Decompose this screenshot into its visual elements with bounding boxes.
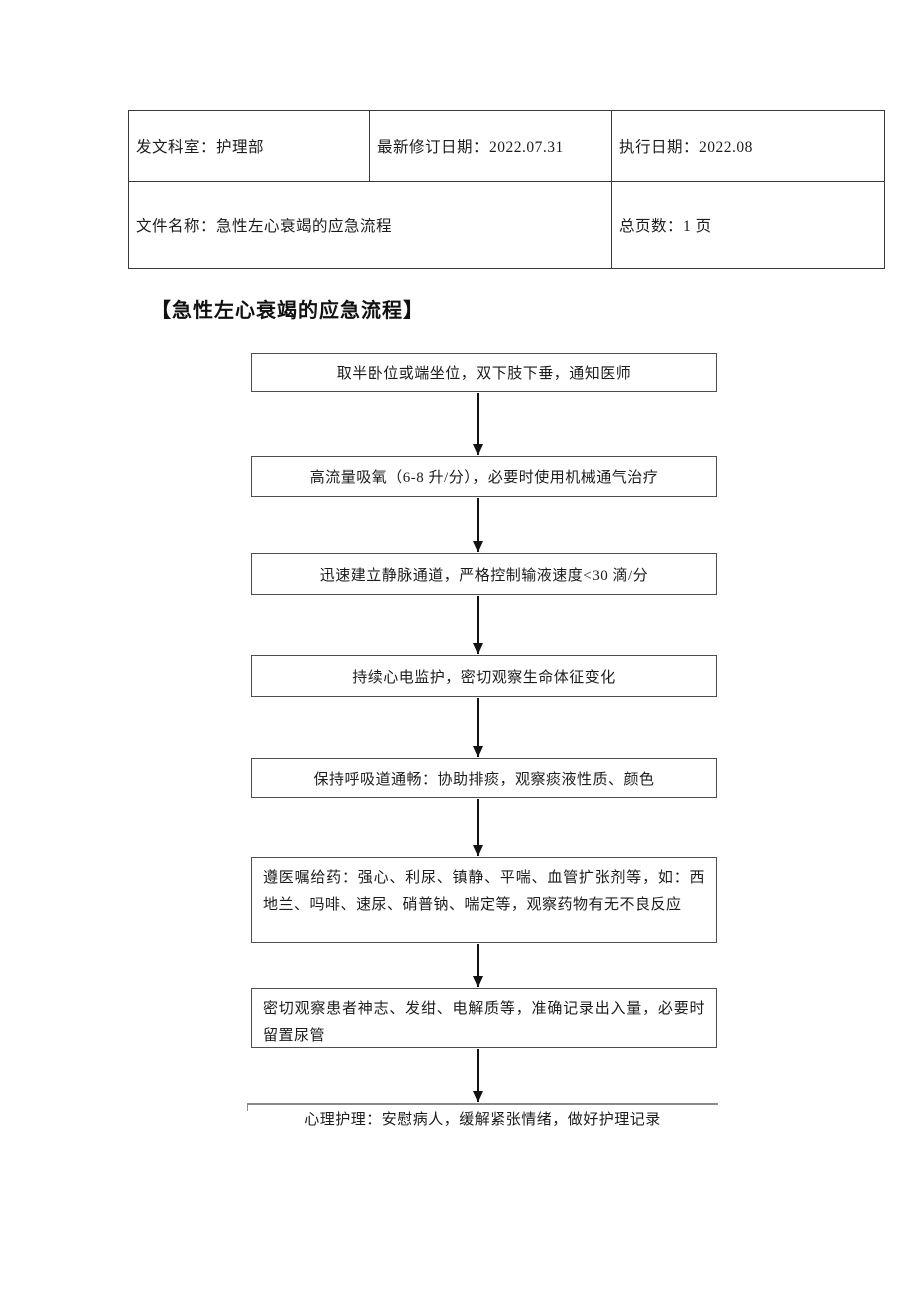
cell-execution-date: 执行日期：2022.08 [611,110,885,182]
down-arrow-icon [477,498,479,552]
cell-total-pages: 总页数：1 页 [611,181,885,269]
down-arrow-icon [477,1049,479,1102]
cell-issuing-dept: 发文科室：护理部 [128,110,370,182]
down-arrow-icon [477,944,479,987]
flow-step-iv-access: 迅速建立静脉通道，严格控制输液速度<30 滴/分 [251,553,717,595]
down-arrow-icon [477,698,479,757]
flow-step-medication: 遵医嘱给药：强心、利尿、镇静、平喘、血管扩张剂等，如：西地兰、吗啡、速尿、硝普钠… [251,857,717,943]
page-title: 【急性左心衰竭的应急流程】 [151,300,424,322]
flow-step-airway: 保持呼吸道通畅：协助排痰，观察痰液性质、颜色 [251,758,717,798]
header-table-row-1: 发文科室：护理部 最新修订日期：2022.07.31 执行日期：2022.08 [128,110,885,182]
down-arrow-icon [477,393,479,455]
flow-step-observation-records: 密切观察患者神志、发绀、电解质等，准确记录出入量，必要时留置尿管 [251,988,717,1048]
flow-step-oxygen: 高流量吸氧（6-8 升/分），必要时使用机械通气治疗 [251,456,717,497]
document-header-table: 发文科室：护理部 最新修订日期：2022.07.31 执行日期：2022.08 … [128,110,885,269]
down-arrow-icon [477,596,479,654]
header-table-row-2: 文件名称：急性左心衰竭的应急流程 总页数：1 页 [128,181,885,269]
flow-step-psychological-care: 心理护理：安慰病人，缓解紧张情绪，做好护理记录 [247,1103,718,1129]
cell-file-name: 文件名称：急性左心衰竭的应急流程 [128,181,612,269]
cell-revision-date: 最新修订日期：2022.07.31 [369,110,612,182]
down-arrow-icon [477,799,479,856]
flow-step-ecg-monitoring: 持续心电监护，密切观察生命体征变化 [251,655,717,697]
flow-step-position-patient: 取半卧位或端坐位，双下肢下垂，通知医师 [251,353,717,392]
